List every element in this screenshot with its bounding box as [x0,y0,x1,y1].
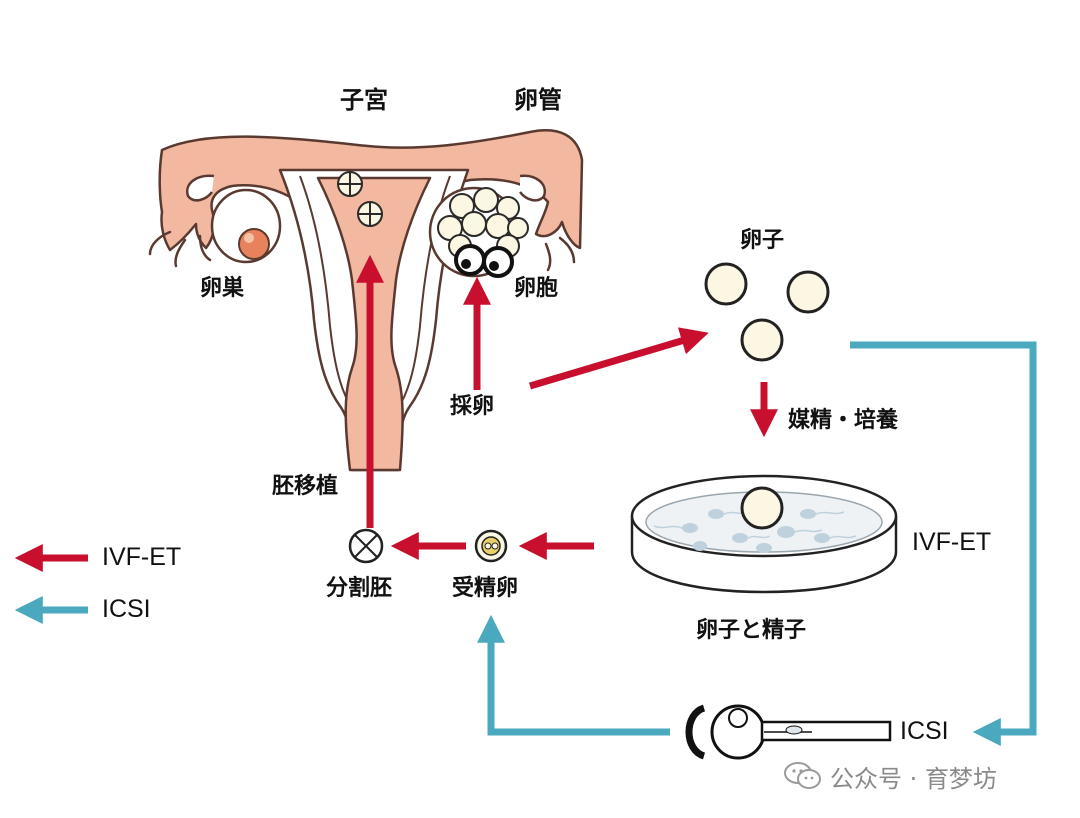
egg-2 [786,270,830,314]
label-follicle: 卵胞 [514,276,559,301]
egg-1 [704,262,748,306]
label-insemination: 媒精・培養 [788,408,899,433]
legend-ivf-label: IVF-ET [102,543,182,571]
legend-icsi-label: ICSI [102,595,151,623]
uterine-embryo-2 [357,201,383,227]
wechat-icon [784,762,821,789]
right-fimbriae [519,174,547,202]
follicle-large-1 [454,244,486,276]
retrieved-eggs [704,262,830,362]
watermark: 公众号 · 育梦坊 [784,760,997,793]
uterine-embryo-1 [337,171,363,197]
follicle-cluster [437,187,529,258]
zygote [474,529,508,563]
label-icsi-tag: ICSI [900,717,949,745]
petri-dish [630,474,898,594]
label-retrieval: 採卵 [450,394,495,419]
watermark-text: 公众号 · 育梦坊 [830,764,997,793]
icsi-pipette [685,704,892,760]
sperm-cluster [682,509,830,553]
label-embryo: 分割胚 [326,576,393,601]
cleaved-embryo [348,528,384,564]
retrieval-arrow [529,327,709,390]
egg-3 [740,318,784,362]
uterus-illustration [148,129,584,472]
icsi-right-path [850,341,1037,746]
label-eggs: 卵子 [740,228,785,253]
icsi-arrows [14,341,1037,746]
label-ivf-tag: IVF-ET [912,528,992,556]
label-uterus: 子宮 [340,86,388,114]
label-dish: 卵子と精子 [696,618,807,643]
icsi-left-path [477,614,670,736]
dish-egg [740,486,784,530]
left-ovary-egg [238,228,270,260]
uterine-cavity [316,176,432,472]
follicle-large-2 [482,246,514,278]
label-tube: 卵管 [514,86,562,114]
label-transfer: 胚移植 [272,474,339,499]
label-ovary: 卵巣 [200,276,245,301]
label-zygote: 受精卵 [452,576,519,601]
ivf-arrows [14,254,778,572]
left-fimbriae [185,174,215,202]
